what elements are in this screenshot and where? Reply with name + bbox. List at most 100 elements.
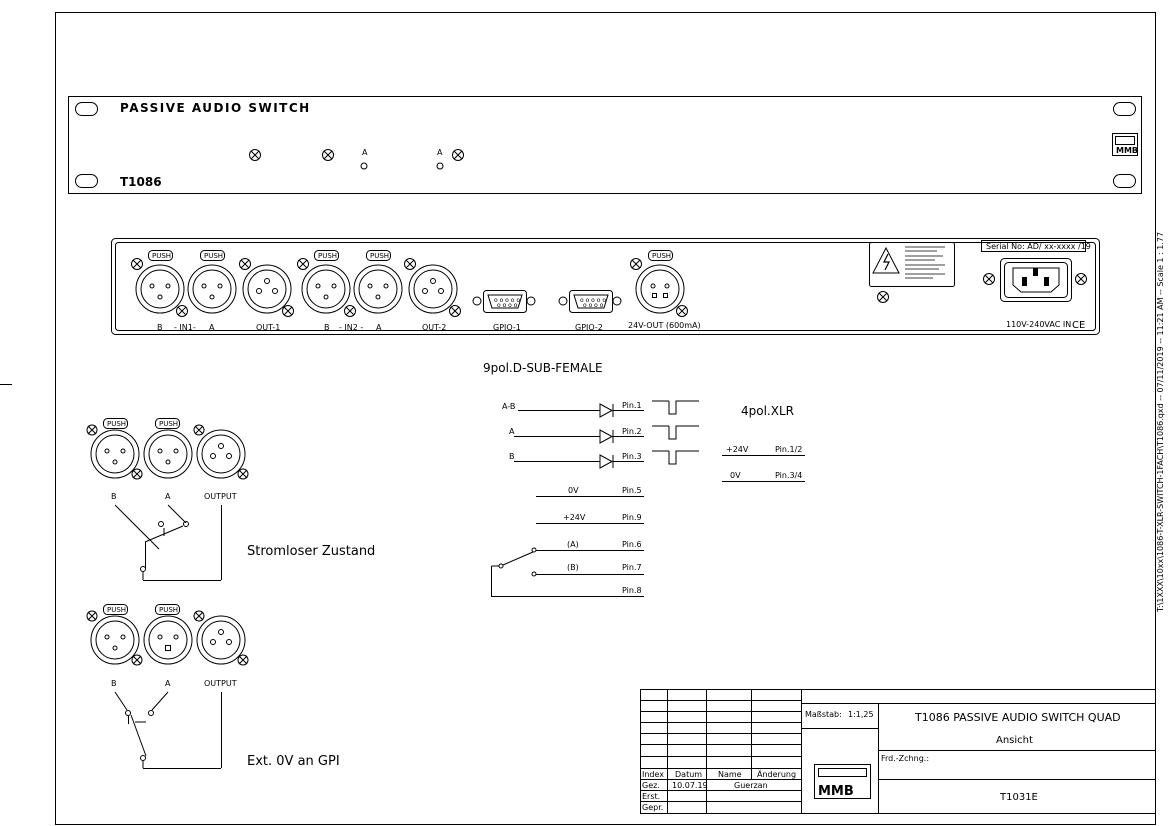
drawing-title: T1086 PASSIVE AUDIO SWITCH QUAD — [914, 711, 1121, 724]
svg-text:Pin.2: Pin.2 — [622, 427, 642, 436]
dsub-gpio2: o o o o o o o o o — [558, 290, 622, 313]
svg-text:A: A — [165, 492, 171, 501]
caption-unpowered: Stromloser Zustand — [247, 544, 375, 559]
diode-icon — [599, 429, 614, 444]
screw-icon — [676, 305, 688, 317]
svg-text:(A): (A) — [567, 540, 579, 549]
screw-icon — [131, 654, 143, 666]
svg-text:Erst.: Erst. — [642, 792, 660, 801]
dsub-gpio1: o o o o o o o o o — [472, 290, 536, 313]
screw-icon — [176, 305, 188, 317]
led-indicator-2 — [436, 162, 444, 170]
drawing-subtitle: Ansicht — [996, 735, 1033, 746]
push-tab: PUSH — [200, 250, 225, 261]
screw-icon — [452, 149, 464, 161]
svg-text:Gez.: Gez. — [642, 781, 660, 790]
label-out2: OUT-2 — [422, 323, 446, 332]
push-tab: PUSH — [314, 250, 339, 261]
led-indicator-1 — [360, 162, 368, 170]
svg-text:A-B: A-B — [502, 402, 515, 411]
label-in2-a: A — [376, 323, 382, 332]
svg-text:PUSH: PUSH — [204, 252, 223, 260]
xlr-out2 — [408, 264, 458, 314]
svg-text:Pin.3: Pin.3 — [622, 452, 642, 461]
xlr4-title: 4pol.XLR — [741, 404, 794, 418]
dsub-pinout: 9pol.D-SUB-FEMALE A-B Pin.1 A Pin.2 B Pi… — [483, 361, 699, 597]
svg-text:PUSH: PUSH — [107, 606, 126, 614]
xlr-24v-out — [635, 264, 685, 314]
svg-text:B: B — [111, 679, 117, 688]
schematic-unpowered: PUSH PUSH B A OUTPUT Stromloser Zustand — [86, 418, 375, 581]
ce-mark: CE — [1072, 320, 1085, 331]
screw-icon — [983, 273, 995, 285]
screw-icon — [237, 654, 249, 666]
svg-text:Frd.-Zchng.:: Frd.-Zchng.: — [881, 754, 929, 763]
screw-icon — [131, 468, 143, 480]
led-label-a2: A — [437, 148, 443, 157]
svg-text:o o o o: o o o o — [497, 302, 518, 309]
svg-text:PUSH: PUSH — [152, 252, 171, 260]
screw-icon — [282, 305, 294, 317]
svg-text:Guerzan: Guerzan — [734, 781, 768, 790]
svg-text:Pin.1: Pin.1 — [622, 401, 642, 410]
svg-text:Gepr.: Gepr. — [642, 803, 663, 812]
label-out1: OUT-1 — [256, 323, 280, 332]
screw-icon — [404, 258, 416, 270]
svg-text:o o o o: o o o o — [583, 302, 604, 309]
xlr-a — [143, 429, 193, 479]
power-label: 110V-240VAC IN — [1006, 320, 1071, 329]
svg-text:o o o o o: o o o o o — [494, 297, 520, 304]
rack-hole-tr — [1113, 102, 1136, 116]
svg-text:B: B — [509, 452, 515, 461]
label-in1: - IN1- — [174, 323, 196, 332]
screw-icon — [131, 258, 143, 270]
svg-text:(B): (B) — [567, 563, 579, 572]
rear-panel: PUSH PUSH PUSH PUSH PUSH o o o o o — [111, 238, 1100, 335]
file-path-note: T:\1XXX\10xx\1086-T-XLR-SWITCH-1FACH\T10… — [1156, 232, 1165, 613]
svg-text:Pin.5: Pin.5 — [622, 486, 642, 495]
drawing-number: T1031E — [999, 792, 1038, 803]
svg-text:MMB: MMB — [1116, 146, 1138, 155]
push-tab: PUSH — [103, 418, 128, 429]
xlr-a — [143, 615, 193, 665]
label-gpio1: GPIO-1 — [493, 323, 521, 332]
svg-text:Pin.8: Pin.8 — [622, 586, 642, 595]
screw-icon — [237, 468, 249, 480]
svg-text:PUSH: PUSH — [370, 252, 389, 260]
front-panel: PASSIVE AUDIO SWITCH T1086 A A MMB — [68, 96, 1142, 194]
front-panel-model: T1086 — [120, 175, 162, 189]
screw-icon — [1075, 273, 1087, 285]
screw-icon — [877, 291, 889, 303]
dsub-title: 9pol.D-SUB-FEMALE — [483, 361, 603, 375]
title-block: Index Datum Name Änderung Gez. 10.07.19 … — [640, 689, 1156, 814]
screw-icon — [193, 424, 205, 436]
screw-icon — [239, 258, 251, 270]
label-in1-b: B — [157, 323, 163, 332]
mmb-logo-small: MMB — [1112, 133, 1138, 156]
rack-hole-br — [1113, 174, 1136, 188]
label-in1-a: A — [209, 323, 215, 332]
svg-text:Pin.3/4: Pin.3/4 — [775, 471, 802, 480]
push-tab: PUSH — [648, 250, 673, 261]
xlr-in2-a — [353, 264, 403, 314]
pulse-icon — [652, 425, 699, 440]
drawing-frame — [55, 12, 1156, 825]
svg-text:A: A — [509, 427, 515, 436]
svg-text:Name: Name — [718, 770, 742, 779]
svg-text:PUSH: PUSH — [159, 606, 178, 614]
svg-text:PUSH: PUSH — [318, 252, 337, 260]
xlr-in1-a — [187, 264, 237, 314]
serial-number: Serial No: AD/ xx-xxxx /19 — [986, 242, 1091, 251]
screw-icon — [193, 610, 205, 622]
front-panel-title: PASSIVE AUDIO SWITCH — [120, 101, 311, 115]
pulse-icon — [652, 450, 699, 465]
rack-hole-bl — [75, 174, 98, 188]
svg-text:Maßstab:: Maßstab: — [805, 710, 842, 719]
svg-text:PUSH: PUSH — [159, 420, 178, 428]
svg-text:Datum: Datum — [675, 770, 702, 779]
svg-text:OUTPUT: OUTPUT — [204, 679, 237, 688]
svg-text:o o o o o: o o o o o — [580, 297, 606, 304]
xlr-b — [90, 615, 140, 665]
label-in2: - IN2 - — [339, 323, 363, 332]
